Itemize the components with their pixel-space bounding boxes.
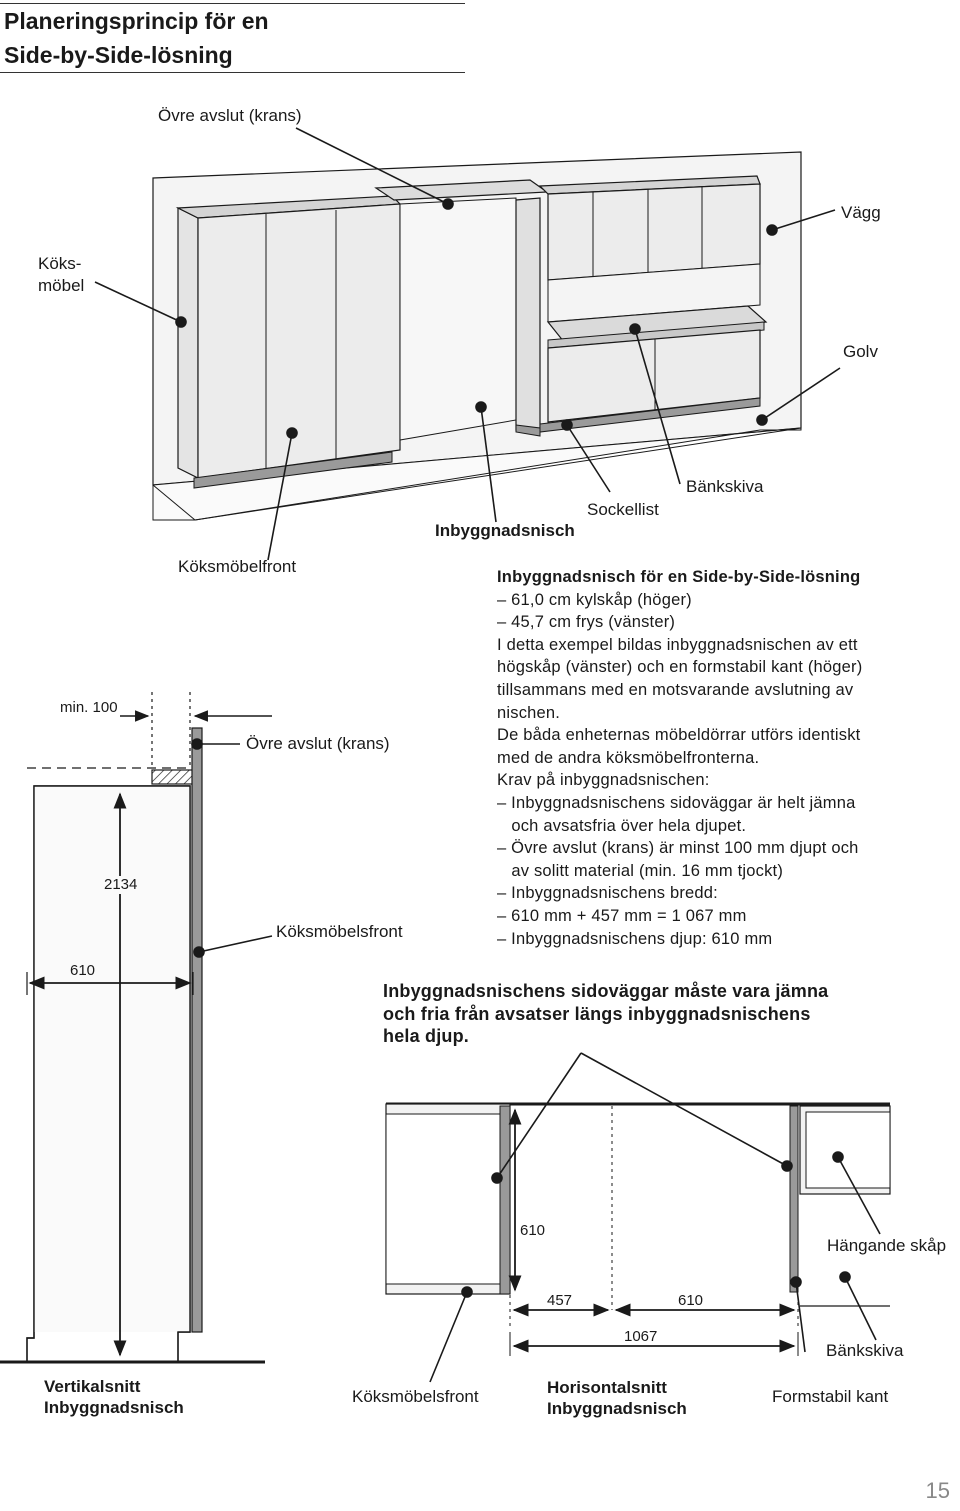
- spec-line: tillsammans med en motsvarande avslutnin…: [497, 680, 854, 699]
- spec-line: – Inbyggnadsnischens bredd:: [497, 884, 718, 903]
- label-dim-2134: 2134: [102, 876, 140, 894]
- spec-line: av solitt material (min. 16 mm tjockt): [497, 861, 784, 880]
- front-panel: [191, 727, 203, 1333]
- spec-line: högskåp (vänster) och en formstabil kant…: [497, 658, 863, 677]
- label-dim-1067: 1067: [624, 1328, 658, 1345]
- spec-line: – 61,0 cm kylskåp (höger): [497, 590, 692, 609]
- tall-cabinet-plinth: [193, 451, 393, 489]
- backsplash: [547, 263, 761, 323]
- spec-line: – 610 mm + 457 mm = 1 067 mm: [497, 906, 747, 925]
- title-bottom-rule: [0, 72, 465, 73]
- warning-line-1: Inbyggnadsnischens sidoväggar måste vara…: [383, 981, 829, 1001]
- niche-back: [399, 197, 517, 441]
- stable-edge-section: [789, 1105, 799, 1293]
- spec-line: I detta exempel bildas inbyggnadsnischen…: [497, 635, 858, 654]
- label-min-100: min. 100: [60, 699, 118, 716]
- spec-line: – Inbyggnadsnischens djup: 610 mm: [497, 929, 773, 948]
- label-ovre-avslut-section: Övre avslut (krans): [246, 734, 390, 753]
- spec-line: – Inbyggnadsnischens sidoväggar är helt …: [497, 793, 856, 812]
- spec-block: Inbyggnadsnisch för en Side-by-Side-lösn…: [497, 566, 957, 950]
- spec-line: Krav på inbyggnadsnischen:: [497, 771, 710, 790]
- caption-vertikalsnitt-1: Vertikalsnitt: [44, 1377, 141, 1396]
- page-title: Planeringsprincip för en Side-by-Side-lö…: [4, 4, 269, 72]
- label-ovre-avslut: Övre avslut (krans): [158, 106, 302, 125]
- warning-block: Inbyggnadsnischens sidoväggar måste vara…: [383, 980, 828, 1048]
- spec-heading: Inbyggnadsnisch för en Side-by-Side-lösn…: [497, 568, 861, 586]
- tall-cabinet-front: [197, 203, 401, 479]
- label-dim-457: 457: [547, 1292, 573, 1309]
- horizontal-section: [385, 1052, 891, 1383]
- worktop: [546, 305, 768, 343]
- label-koksmobel-2: möbel: [38, 276, 85, 295]
- label-koksmobelfront: Köksmöbelfront: [178, 557, 297, 576]
- title-line-1: Planeringsprincip för en: [4, 8, 269, 34]
- spec-line: De båda enheternas möbeldörrar utförs id…: [497, 726, 861, 745]
- label-bankskiva-section: Bänkskiva: [826, 1341, 904, 1360]
- label-sockellist: Sockellist: [587, 500, 659, 519]
- title-line-2: Side-by-Side-lösning: [4, 42, 233, 68]
- label-golv: Golv: [843, 342, 878, 361]
- spec-line: med de andra köksmöbelfronterna.: [497, 748, 760, 767]
- tall-cabinet-side: [177, 207, 199, 479]
- label-vagg: Vägg: [841, 203, 881, 222]
- crown-block: [151, 769, 195, 785]
- label-bankskiva: Bänkskiva: [686, 477, 764, 496]
- warning-line-2: och fria från avsatser längs inbyggnadsn…: [383, 1003, 811, 1024]
- caption-horisontalsnitt-2: Inbyggnadsnisch: [547, 1399, 687, 1418]
- stable-edge-plinth: [515, 424, 541, 437]
- caption-vertikalsnitt-2: Inbyggnadsnisch: [44, 1398, 184, 1417]
- label-formstabil-kant: Formstabil kant: [772, 1387, 889, 1406]
- spec-line: – 45,7 cm frys (vänster): [497, 613, 676, 632]
- label-koksmobelsfront-horizontal: Köksmöbelsfront: [352, 1387, 479, 1406]
- label-dim-610-depth: 610: [518, 1222, 548, 1240]
- base-cabinet-plinth: [539, 397, 761, 433]
- caption-horisontalsnitt-1: Horisontalsnitt: [547, 1378, 667, 1397]
- label-dim-610-vertical: 610: [70, 962, 96, 979]
- spec-line: och avsatsfria över hela djupet.: [497, 816, 747, 835]
- label-inbyggnadsnisch: Inbyggnadsnisch: [435, 521, 575, 540]
- label-koksmobel-1: Köks-: [38, 254, 82, 273]
- vertical-section: [0, 692, 273, 1364]
- warning-line-3: hela djup.: [383, 1026, 470, 1046]
- label-koksmobelsfront-vertical: Köksmöbelsfront: [276, 922, 403, 941]
- label-dim-610-width: 610: [678, 1292, 704, 1309]
- wall-cabinet-front: [547, 183, 761, 281]
- title-top-rule: [0, 3, 465, 4]
- page-number: 15: [925, 1478, 950, 1503]
- spec-line: – Övre avslut (krans) är minst 100 mm dj…: [497, 839, 859, 858]
- stable-edge-side: [515, 197, 541, 431]
- label-hangande-skap: Hängande skåp: [827, 1236, 947, 1255]
- spec-line: nischen.: [497, 703, 561, 722]
- perspective-view: [94, 127, 841, 561]
- leader-lines: [94, 127, 841, 561]
- worktop-edge: [547, 321, 765, 349]
